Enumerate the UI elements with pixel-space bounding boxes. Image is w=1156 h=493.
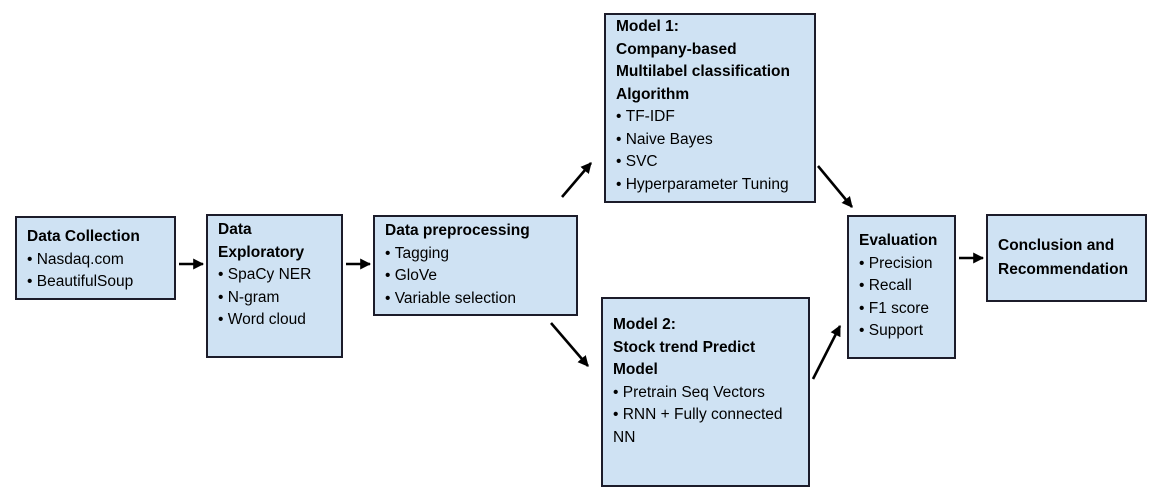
data-preprocessing-title: Data preprocessing <box>385 222 530 239</box>
model2-title-line1: Model 2: <box>613 316 676 333</box>
list-item: Word cloud <box>218 309 331 332</box>
list-item: F1 score <box>859 298 944 321</box>
model1-title-line4: Algorithm <box>616 85 690 103</box>
list-item: SVC <box>616 151 804 174</box>
conclusion-title-line1: Conclusion and <box>998 237 1115 254</box>
model2-box: Model 2: Stock trend Predict Model Pretr… <box>601 297 810 487</box>
conclusion-box: Conclusion and Recommendation <box>986 214 1147 302</box>
model2-list: Pretrain Seq Vectors RNN + Fully connect… <box>613 382 798 450</box>
data-exploratory-box: Data Exploratory SpaCy NER N-gram Word c… <box>206 214 343 358</box>
evaluation-box: Evaluation Precision Recall F1 score Sup… <box>847 215 956 359</box>
evaluation-list: Precision Recall F1 score Support <box>859 253 944 343</box>
list-item: Support <box>859 320 944 343</box>
model1-title-line3: Multilabel classification <box>616 63 790 80</box>
list-item: BeautifulSoup <box>27 271 164 294</box>
list-item: Nasdaq.com <box>27 249 164 272</box>
list-item: Hyperparameter Tuning <box>616 174 804 197</box>
model2-title-line2: Stock trend Predict <box>613 338 756 356</box>
data-exploratory-title-line1: Data <box>218 221 252 238</box>
model1-title-line1: Model 1: <box>616 18 679 35</box>
list-item: Naive Bayes <box>616 129 804 152</box>
arrow-model2-to-evaluation <box>811 325 842 380</box>
list-item: Variable selection <box>385 288 566 311</box>
conclusion-title-line2: Recommendation <box>998 260 1129 278</box>
model1-box: Model 1: Company-based Multilabel classi… <box>604 13 816 203</box>
model1-title-line2: Company-based <box>616 40 737 58</box>
data-exploratory-title-line2: Exploratory <box>218 243 305 261</box>
list-item: RNN + Fully connected NN <box>613 404 798 449</box>
arrow-preprocessing-to-model1 <box>561 162 592 198</box>
list-item: Tagging <box>385 243 566 266</box>
data-exploratory-list: SpaCy NER N-gram Word cloud <box>218 264 331 332</box>
list-item: Recall <box>859 275 944 298</box>
data-collection-title: Data Collection <box>27 228 140 245</box>
list-item: N-gram <box>218 287 331 310</box>
arrow-preprocessing-to-model2 <box>550 322 589 367</box>
data-preprocessing-box: Data preprocessing Tagging GloVe Variabl… <box>373 215 578 316</box>
data-preprocessing-list: Tagging GloVe Variable selection <box>385 243 566 311</box>
model1-list: TF-IDF Naive Bayes SVC Hyperparameter Tu… <box>616 106 804 196</box>
evaluation-title: Evaluation <box>859 232 938 249</box>
list-item: SpaCy NER <box>218 264 331 287</box>
list-item: Pretrain Seq Vectors <box>613 382 798 405</box>
data-collection-box: Data Collection Nasdaq.com BeautifulSoup <box>15 216 176 300</box>
list-item: Precision <box>859 253 944 276</box>
model2-title-line3: Model <box>613 361 658 378</box>
data-collection-list: Nasdaq.com BeautifulSoup <box>27 249 164 294</box>
arrow-model1-to-evaluation <box>816 165 854 208</box>
list-item: TF-IDF <box>616 106 804 129</box>
list-item: GloVe <box>385 265 566 288</box>
